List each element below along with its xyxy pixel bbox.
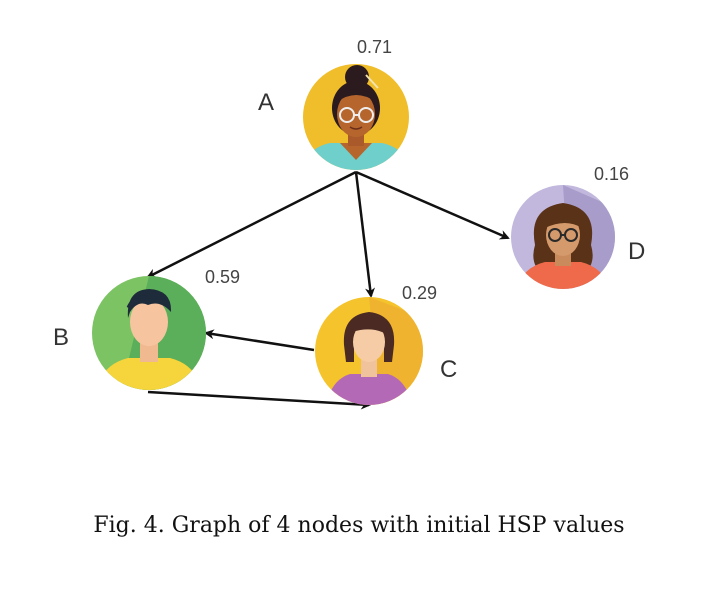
node-c-value: 0.29 <box>402 283 437 303</box>
node-a-label: A <box>258 89 274 116</box>
edges <box>146 170 510 410</box>
person-a-icon <box>303 65 409 170</box>
node-a-value: 0.71 <box>357 37 392 57</box>
edge-a-to-d <box>355 170 510 240</box>
edge-a-to-c <box>354 171 376 298</box>
node-d-avatar <box>511 185 615 289</box>
edge-b-to-c <box>147 390 371 410</box>
node-d-value: 0.16 <box>594 164 629 184</box>
figure-caption: Fig. 4. Graph of 4 nodes with initial HS… <box>93 513 625 538</box>
edge-a-to-b <box>146 170 357 279</box>
node-c-avatar <box>315 297 423 405</box>
edge-c-to-b <box>204 329 315 352</box>
node-a-avatar <box>303 64 409 170</box>
node-b-label: B <box>53 324 69 351</box>
node-b-value: 0.59 <box>205 267 240 287</box>
node-d-label: D <box>628 238 645 265</box>
node-c-label: C <box>440 356 457 383</box>
node-b-avatar <box>92 276 206 390</box>
